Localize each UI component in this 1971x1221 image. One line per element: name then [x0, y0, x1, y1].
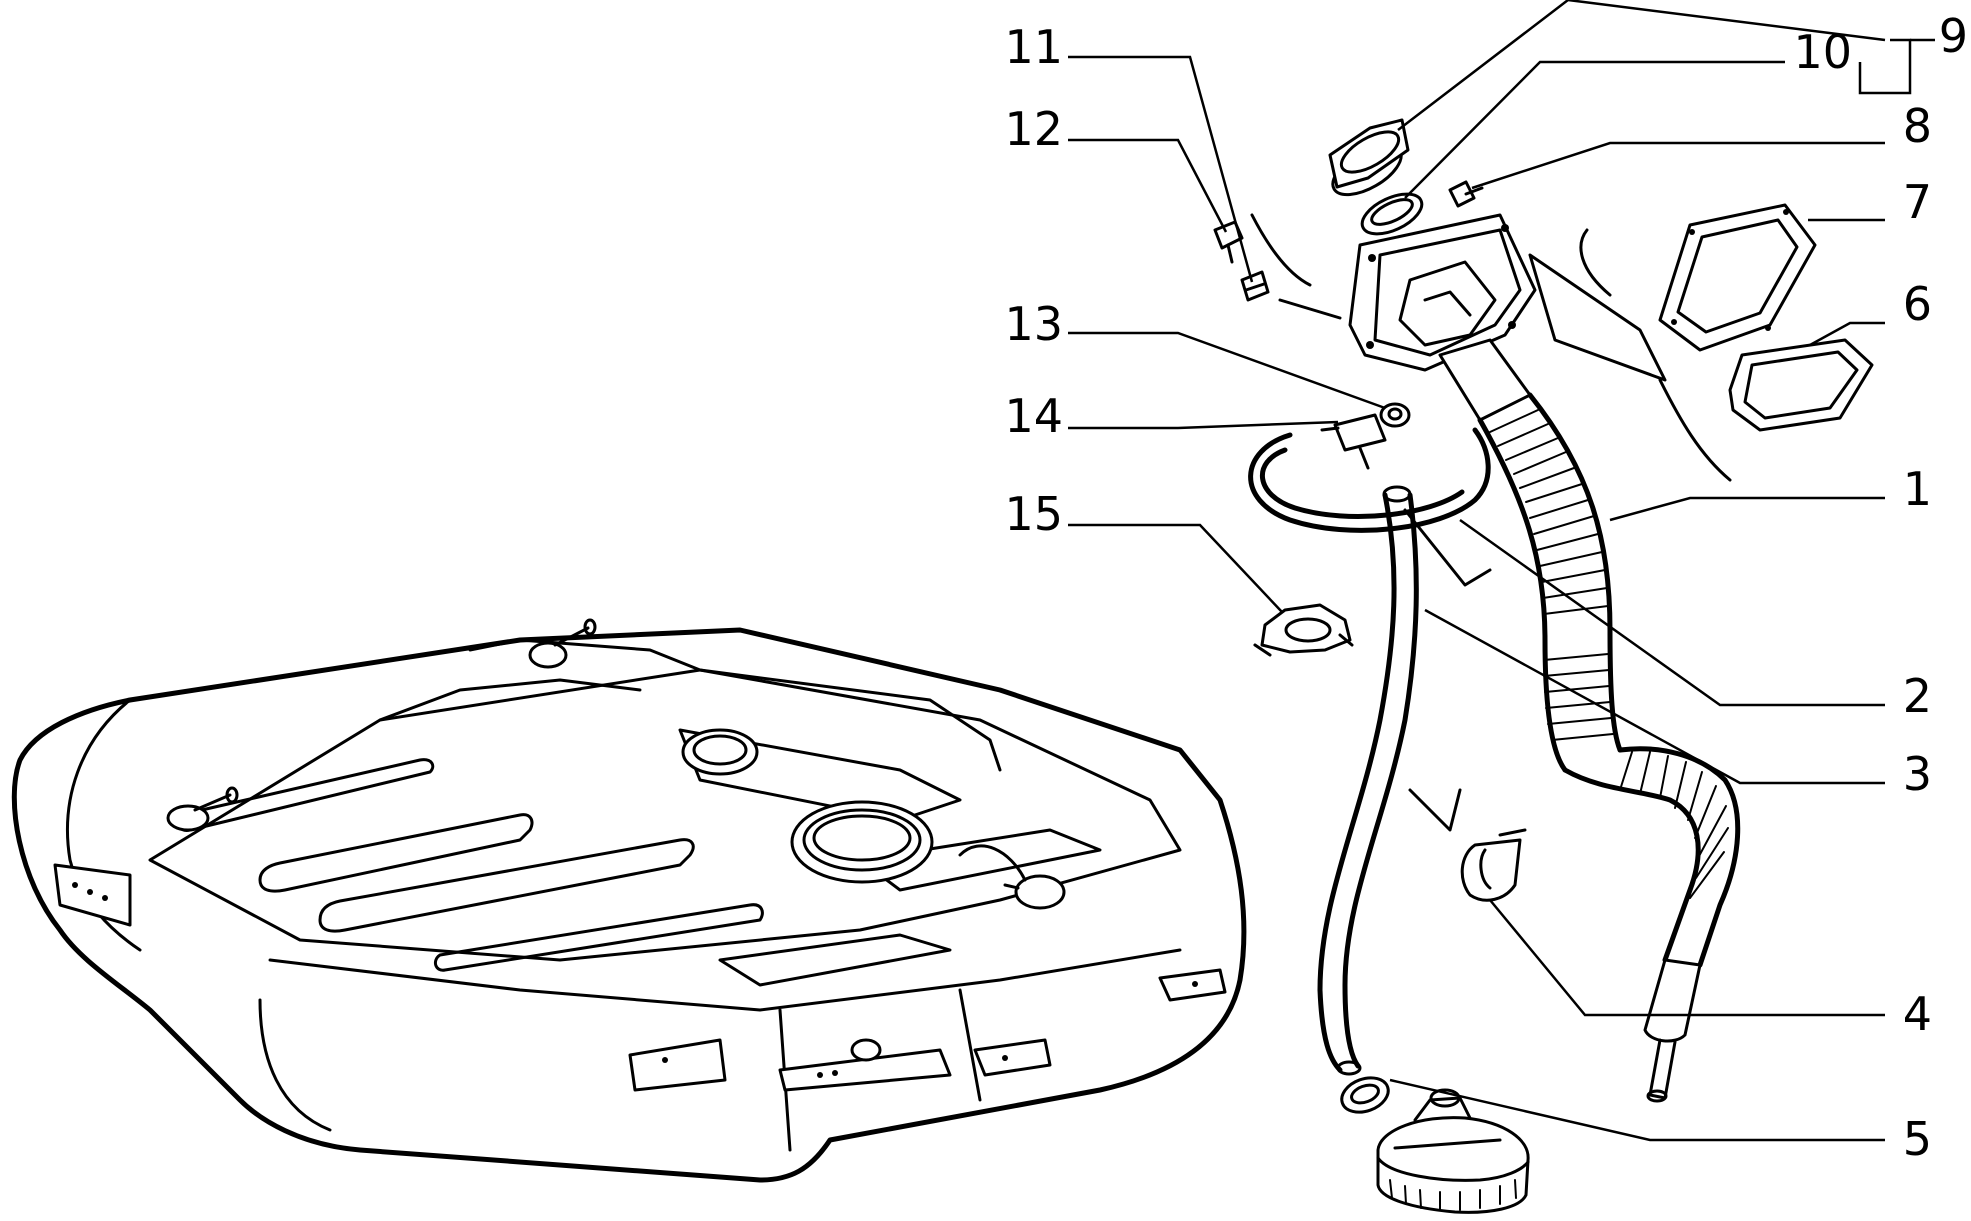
callout-5: 5 — [1903, 1112, 1932, 1166]
callout-13: 13 — [1004, 297, 1063, 351]
callout-2: 2 — [1903, 669, 1932, 723]
filler-cap-ring — [1328, 118, 1410, 197]
leader-4 — [1489, 899, 1885, 1017]
tank-left-end — [66, 698, 142, 952]
leader-6 — [1809, 321, 1885, 347]
tank-vent-fitting-right — [958, 844, 1066, 910]
gasket-frame-part-7 — [1658, 203, 1817, 352]
tank-outline — [11, 627, 1247, 1183]
hose-clip-part-4 — [1460, 828, 1527, 902]
screw-part-12 — [1213, 220, 1244, 264]
fuel-tank — [11, 618, 1247, 1183]
leader-10 — [1404, 60, 1785, 199]
hose-clip-part-5 — [1340, 1076, 1390, 1114]
clamp-part-15 — [1253, 603, 1354, 657]
leader-3 — [1424, 608, 1885, 785]
leader-14 — [1068, 420, 1339, 430]
callout-12: 12 — [1004, 102, 1063, 156]
pump-cap — [1376, 1088, 1530, 1214]
tank-vent-fitting-left — [166, 786, 239, 832]
tank-mount-tab-left — [53, 863, 132, 927]
callout-9: 9 — [1939, 9, 1968, 63]
leader-1 — [1609, 496, 1885, 522]
callout-1: 1 — [1903, 462, 1932, 516]
callout-labels: 1 2 3 4 5 6 7 8 9 10 11 12 13 14 15 — [1004, 9, 1968, 1166]
tank-top-hump — [468, 638, 1002, 772]
filler-neck-assembly — [1348, 213, 1741, 1103]
leader-5 — [1389, 1078, 1885, 1142]
leader-9-10-bracket — [1858, 38, 1912, 95]
filler-hose-tail — [1643, 958, 1702, 1043]
vent-loop-hose — [1248, 427, 1491, 533]
callout-6: 6 — [1903, 277, 1932, 331]
filler-hose-corrugations — [1489, 409, 1614, 741]
screw-part-8 — [1448, 180, 1484, 208]
callout-11: 11 — [1004, 20, 1063, 74]
leader-13 — [1068, 331, 1386, 410]
tank-mount-tab-bottom — [628, 1038, 727, 1092]
leader-15 — [1068, 523, 1283, 613]
tank-vent-fitting-top — [528, 618, 597, 669]
callout-14: 14 — [1004, 389, 1063, 443]
washer-part-13 — [1379, 402, 1411, 428]
tank-mount-tab-mid — [973, 1038, 1052, 1077]
leader-lines — [1068, 0, 1935, 1142]
gasket-part-6 — [1728, 338, 1874, 432]
vent-valve-part-14 — [1320, 413, 1387, 470]
callout-4: 4 — [1903, 987, 1932, 1041]
callout-3: 3 — [1903, 747, 1932, 801]
filler-hose-outline-right — [1527, 392, 1623, 753]
leader-12 — [1068, 138, 1228, 233]
tank-mount-tab-center — [778, 1038, 952, 1092]
filler-hose-outline-left — [1477, 417, 1568, 773]
clip-part-11 — [1240, 270, 1270, 302]
tank-lower-panel — [268, 948, 1182, 1012]
filler-seal-ring — [1360, 192, 1424, 236]
callout-15: 15 — [1004, 487, 1063, 541]
breather-hose-part-3 — [1317, 492, 1397, 1073]
callout-10: 10 — [1793, 25, 1852, 79]
tank-upper-deck — [148, 668, 1182, 962]
leader-2 — [1459, 518, 1885, 707]
tank-mount-tab-right — [1158, 968, 1227, 1002]
leader-8 — [1471, 141, 1885, 190]
callout-7: 7 — [1903, 175, 1932, 229]
leader-11 — [1068, 55, 1254, 283]
leader-9 — [1397, 0, 1886, 131]
callout-8: 8 — [1903, 99, 1932, 153]
